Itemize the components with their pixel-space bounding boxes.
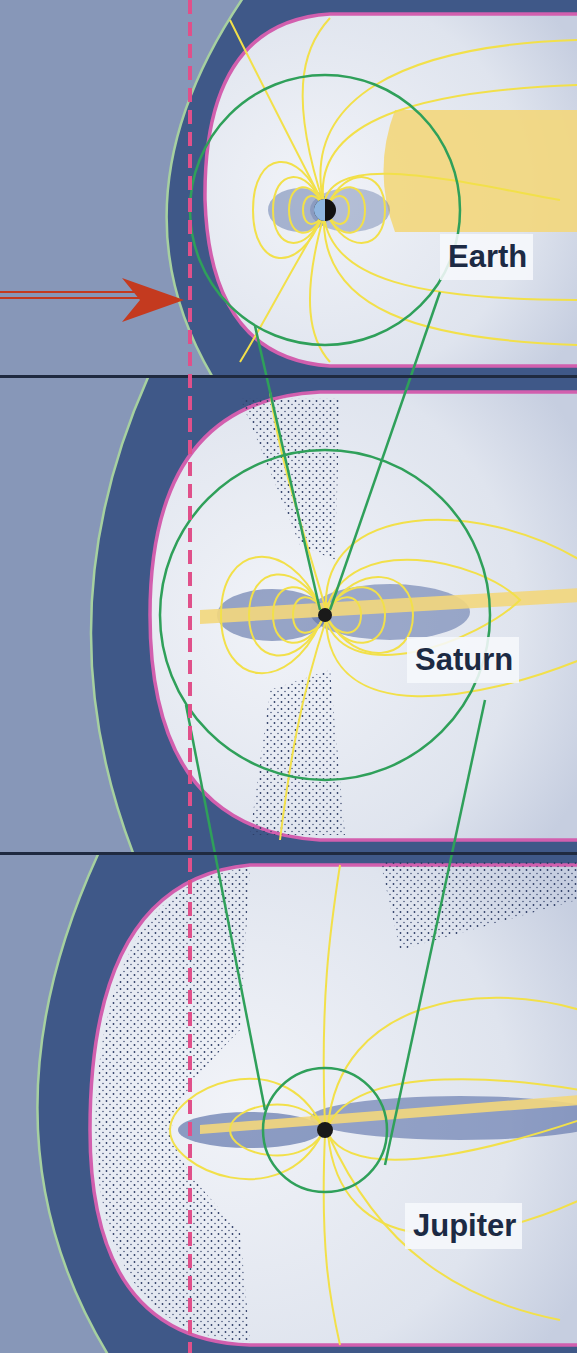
planet-label: Saturn [407, 637, 519, 683]
scale-lines [186, 292, 485, 1165]
jupiter-panel [0, 855, 577, 1353]
pointer-arrow [0, 278, 184, 322]
planet-label: Earth [440, 234, 533, 280]
saturn-panel [0, 378, 577, 853]
reference-line [188, 0, 192, 1353]
planet-label: Jupiter [405, 1203, 522, 1249]
earth-panel [0, 0, 577, 376]
